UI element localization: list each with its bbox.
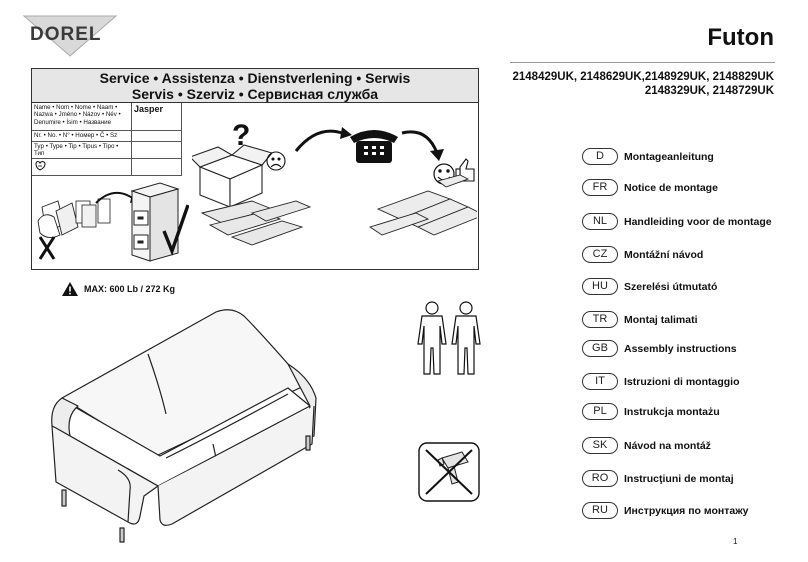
service-header-line-1: Service • Assistenza • Dienstverlening •… [99, 70, 411, 86]
question-phone-smile-illustration: ? [192, 119, 477, 246]
sad-face-icon [266, 151, 286, 171]
keep-manual-filing-illustration [37, 182, 189, 262]
lang-row-sk[interactable]: SK Návod na montáž [582, 437, 711, 454]
lang-label: Assembly instructions [624, 342, 737, 355]
open-box-icon [192, 144, 273, 208]
type-row: Typ • Type • Tip • Tipus • Tipo • Тип [32, 141, 182, 160]
service-box: Service • Assistenza • Dienstverlening •… [31, 68, 479, 270]
type-label: Typ • Type • Tip • Tipus • Tipo • Тип [32, 141, 132, 160]
lang-label: Montážní návod [624, 248, 704, 261]
lang-row-cz[interactable]: CZ Montážní návod [582, 246, 703, 263]
number-row: Nr. • No. • N° • Номер • Č • Sz [32, 130, 182, 142]
lang-label: Инструкция по монтажу [624, 504, 749, 517]
lang-code-badge: RO [582, 470, 618, 487]
name-value: Jasper [131, 103, 182, 131]
lang-code-badge: IT [582, 373, 618, 390]
lang-code-badge: CZ [582, 246, 618, 263]
lang-label: Instrukcja montażu [624, 405, 720, 418]
lang-row-hu[interactable]: HU Szerelési útmutató [582, 278, 717, 295]
model-numbers: 2148429UK, 2148629UK,2148929UK, 2148829U… [474, 70, 775, 98]
lang-row-gb[interactable]: GB Assembly instructions [582, 340, 737, 357]
model-numbers-line-2: 2148329UK, 2148729UK [644, 85, 774, 97]
futon-sofa-illustration [51, 309, 317, 543]
service-info-table: Name • Nom • Nome • Naam • Nazwa • Jméno… [32, 103, 182, 176]
manual-pages-icon [75, 198, 111, 228]
weight-warning: MAX: 600 Lb / 272 Kg [62, 282, 175, 296]
logo-triangle-icon [22, 15, 118, 57]
pictogram-row [32, 158, 182, 176]
discard-manual-icon [37, 200, 79, 238]
handwash-symbol-icon [35, 161, 46, 171]
person-icon [451, 301, 481, 375]
lang-code-badge: FR [582, 179, 618, 196]
service-header: Service • Assistenza • Dienstverlening •… [32, 69, 478, 103]
lang-code-badge: SK [582, 437, 618, 454]
lang-label: Montaj talimati [624, 313, 698, 326]
arrow-to-cabinet-icon [95, 192, 135, 204]
question-mark-icon: ? [232, 119, 250, 152]
title-divider [510, 62, 775, 63]
person-icon [417, 301, 447, 375]
lang-code-badge: TR [582, 311, 618, 328]
name-row: Name • Nom • Nome • Naam • Nazwa • Jméno… [32, 103, 182, 131]
arrow-to-phone-icon [294, 129, 343, 152]
lang-label: Szerelési útmutató [624, 280, 718, 293]
arrow-to-smile-icon [401, 130, 439, 154]
max-weight-text: MAX: 600 Lb / 272 Kg [84, 284, 176, 294]
pictogram-value [131, 158, 182, 176]
lang-row-tr[interactable]: TR Montaj talimati [582, 311, 698, 328]
telephone-icon [350, 130, 398, 163]
assembled-parts-icon [368, 174, 477, 236]
dorel-logo: DOREL [22, 14, 118, 58]
cross-mark-icon [38, 236, 56, 260]
parts-pile-icon [200, 200, 312, 246]
name-label: Name • Nom • Nome • Naam • Nazwa • Jméno… [32, 103, 132, 131]
lang-code-badge: NL [582, 213, 618, 230]
two-person-assembly-icon [417, 301, 481, 375]
lang-label: Instrucţiuni de montaj [624, 472, 734, 485]
lang-row-ru[interactable]: RU Инструкция по монтажу [582, 502, 749, 519]
warning-triangle-icon [62, 282, 78, 296]
checkmark-icon [162, 204, 189, 256]
page-number: 1 [733, 537, 738, 546]
lang-label: Montageanleitung [624, 150, 714, 163]
model-numbers-line-1: 2148429UK, 2148629UK,2148929UK, 2148829U… [512, 71, 775, 83]
lang-code-badge: RU [582, 502, 618, 519]
lang-code-badge: PL [582, 403, 618, 420]
lang-label: Notice de montage [624, 181, 718, 194]
lang-label: Handleiding voor de montage [624, 215, 772, 228]
lang-label: Návod na montáž [624, 439, 711, 452]
lang-label: Istruzioni di montaggio [624, 375, 740, 388]
lang-row-ro[interactable]: RO Instrucţiuni de montaj [582, 470, 734, 487]
lang-row-fr[interactable]: FR Notice de montage [582, 179, 718, 196]
number-label: Nr. • No. • N° • Номер • Č • Sz [32, 130, 132, 142]
lang-row-it[interactable]: IT Istruzioni di montaggio [582, 373, 740, 390]
no-power-drill-icon [418, 442, 480, 502]
lang-row-nl[interactable]: NL Handleiding voor de montage [582, 213, 772, 230]
lang-code-badge: HU [582, 278, 618, 295]
brand-name: DOREL [30, 24, 102, 45]
pictogram-cell [32, 158, 132, 176]
lang-code-badge: GB [582, 340, 618, 357]
filing-cabinet-icon [130, 182, 180, 262]
product-title: Futon [707, 24, 774, 51]
lang-code-badge: D [582, 148, 618, 165]
lang-row-pl[interactable]: PL Instrukcja montażu [582, 403, 720, 420]
number-value [131, 130, 182, 142]
lang-row-de[interactable]: D Montageanleitung [582, 148, 714, 165]
type-value [131, 141, 182, 160]
service-header-line-2: Servis • Szerviz • Сервисная служба [131, 86, 379, 102]
